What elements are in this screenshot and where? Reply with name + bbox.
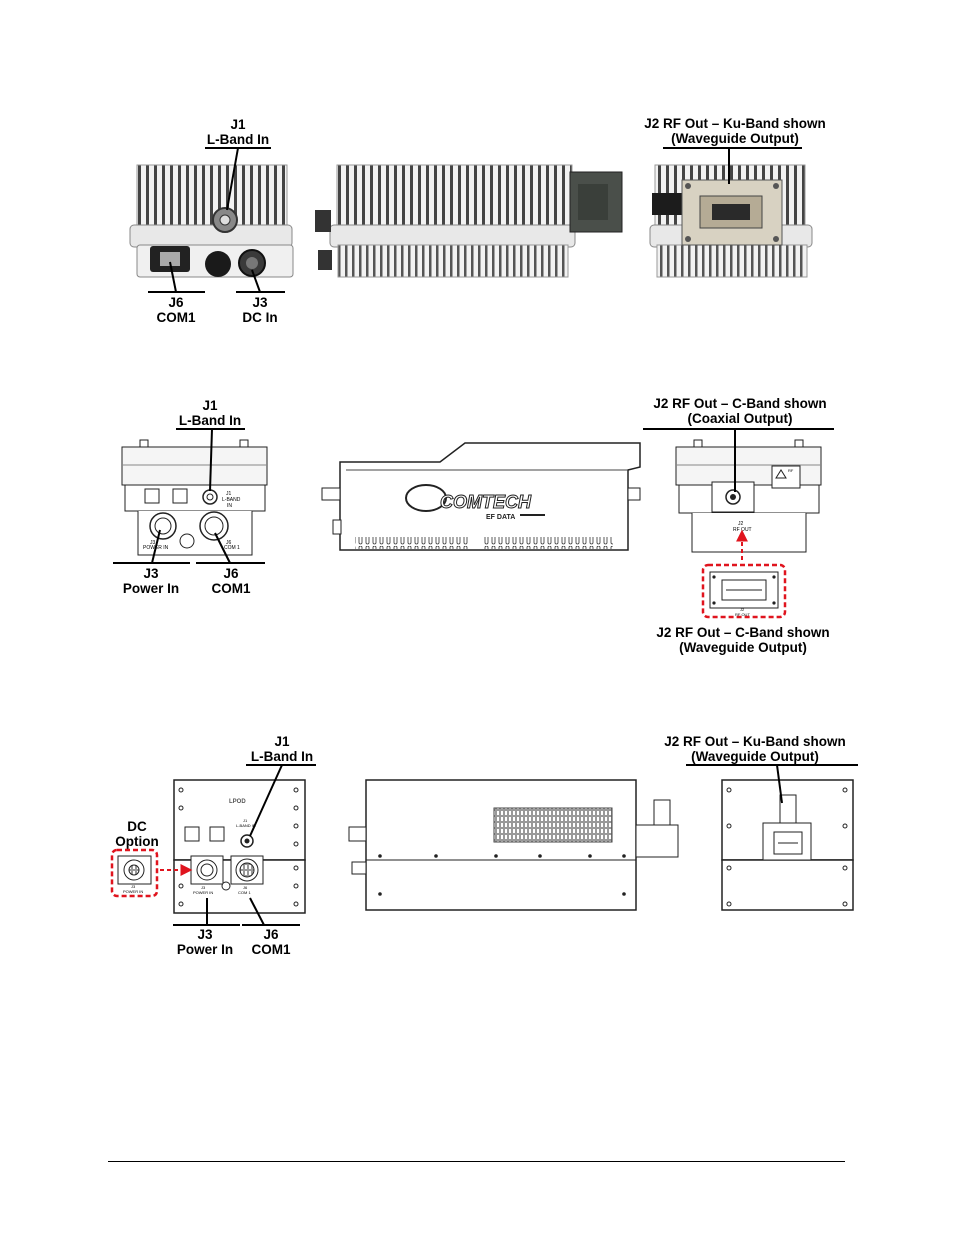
label-line: (Waveguide Output) (679, 640, 807, 655)
label-row3-j1: J1 L-Band In (234, 734, 330, 764)
label-line: J6 (263, 927, 279, 942)
row1-side-view (315, 164, 623, 278)
footer-rule (108, 1161, 845, 1162)
row2-tag-in: IN (227, 503, 232, 509)
label-line: Option (115, 834, 159, 849)
row2-tag-j3: J3 (150, 540, 156, 546)
row3-front-view: LPOD J1 L-BAND IN J3 POWER IN J6 COM 1 (173, 779, 306, 914)
row2-side-view: COMTECH EF DATA (321, 442, 641, 551)
label-line: Power In (122, 581, 180, 596)
row2-tag-wg-out: RF OUT (735, 612, 750, 617)
row2-tag-rf-out: RF OUT (733, 527, 752, 533)
label-line: (Coaxial Output) (687, 411, 793, 426)
label-line: J2 RF Out – Ku-Band shown (644, 116, 826, 131)
label-row3-j3: J3 Power In (166, 927, 244, 957)
label-row1-j1: J1 L-Band In (190, 117, 286, 147)
label-line: J1 (202, 398, 218, 413)
label-line: (Waveguide Output) (691, 749, 819, 764)
label-line: J2 RF Out – Ku-Band shown (664, 734, 846, 749)
row3-tag-com: COM 1 (238, 890, 251, 895)
label-line: Power In (176, 942, 234, 957)
row2-logo-sub: EF DATA (486, 514, 515, 521)
label-row2-j2-waveguide: J2 RF Out – C-Band shown (Waveguide Outp… (628, 625, 858, 655)
label-line: COM1 (156, 310, 196, 325)
row2-leaders (113, 428, 834, 564)
row2-tag-j1: J1 (226, 491, 232, 497)
label-row2-j3: J3 Power In (112, 566, 190, 596)
row2-tag-rf-j2: J2 (738, 521, 744, 527)
row2-tag-com: COM 1 (224, 545, 240, 551)
row3-dc-tag-power: POWER IN (123, 889, 143, 894)
label-row3-dc-option: DC Option (104, 819, 170, 849)
label-row2-j6: J6 COM1 (196, 566, 266, 596)
row3-tag-model: LPOD (229, 799, 246, 805)
row2-tag-warning: RF (788, 468, 794, 473)
label-row1-j6: J6 COM1 (140, 295, 212, 325)
label-line: COM1 (251, 942, 291, 957)
label-line: J3 (197, 927, 213, 942)
row2-tag-j6: J6 (226, 540, 232, 546)
row3-tag-j1: J1 (243, 818, 248, 823)
row2-back-view: RF J2 RF OUT (675, 439, 822, 553)
label-line: J3 (143, 566, 159, 581)
label-line: J1 (230, 117, 246, 132)
label-row2-j2-coax: J2 RF Out – C-Band shown (Coaxial Output… (625, 396, 855, 426)
label-line: L-Band In (250, 749, 314, 764)
label-row3-j6: J6 COM1 (236, 927, 306, 957)
row2-front-view: J1 L-BAND IN J3 POWER IN J6 COM 1 (121, 439, 268, 556)
label-line: COM1 (211, 581, 251, 596)
row3-dc-tag-j3: J3 (131, 884, 136, 889)
row3-tag-power: POWER IN (193, 890, 213, 895)
row2-tag-lband: L-BAND (222, 497, 241, 503)
label-line: J6 (223, 566, 239, 581)
row3-side-view (348, 779, 679, 911)
label-row1-j2: J2 RF Out – Ku-Band shown (Waveguide Out… (620, 116, 850, 146)
label-row3-j2: J2 RF Out – Ku-Band shown (Waveguide Out… (640, 734, 870, 764)
label-line: J3 (252, 295, 268, 310)
row3-back-view (721, 779, 854, 911)
row1-back-view (649, 164, 813, 278)
label-line: J1 (274, 734, 290, 749)
row2-waveguide-option: J2 RF OUT (701, 529, 787, 619)
row3-tag-lband: L-BAND IN (236, 823, 256, 828)
row3-tag-j6: J6 (243, 885, 248, 890)
label-line: L-Band In (178, 413, 242, 428)
label-line: DC In (242, 310, 278, 325)
row2-logo-brand: COMTECH (440, 492, 532, 512)
row1-front-view (129, 164, 294, 278)
label-line: (Waveguide Output) (671, 131, 799, 146)
label-row2-j1: J1 L-Band In (162, 398, 258, 428)
label-line: DC (127, 819, 147, 834)
label-line: J2 RF Out – C-Band shown (653, 396, 827, 411)
label-line: L-Band In (206, 132, 270, 147)
row3-dc-option: J3 POWER IN (110, 848, 193, 898)
label-row1-j3: J3 DC In (228, 295, 292, 325)
row2-tag-wg-j2: J2 (740, 607, 745, 612)
row3-leaders (173, 764, 858, 926)
label-line: J6 (168, 295, 184, 310)
row3-tag-j3: J3 (201, 885, 206, 890)
row1-leaders (148, 147, 802, 293)
label-line: J2 RF Out – C-Band shown (656, 625, 830, 640)
